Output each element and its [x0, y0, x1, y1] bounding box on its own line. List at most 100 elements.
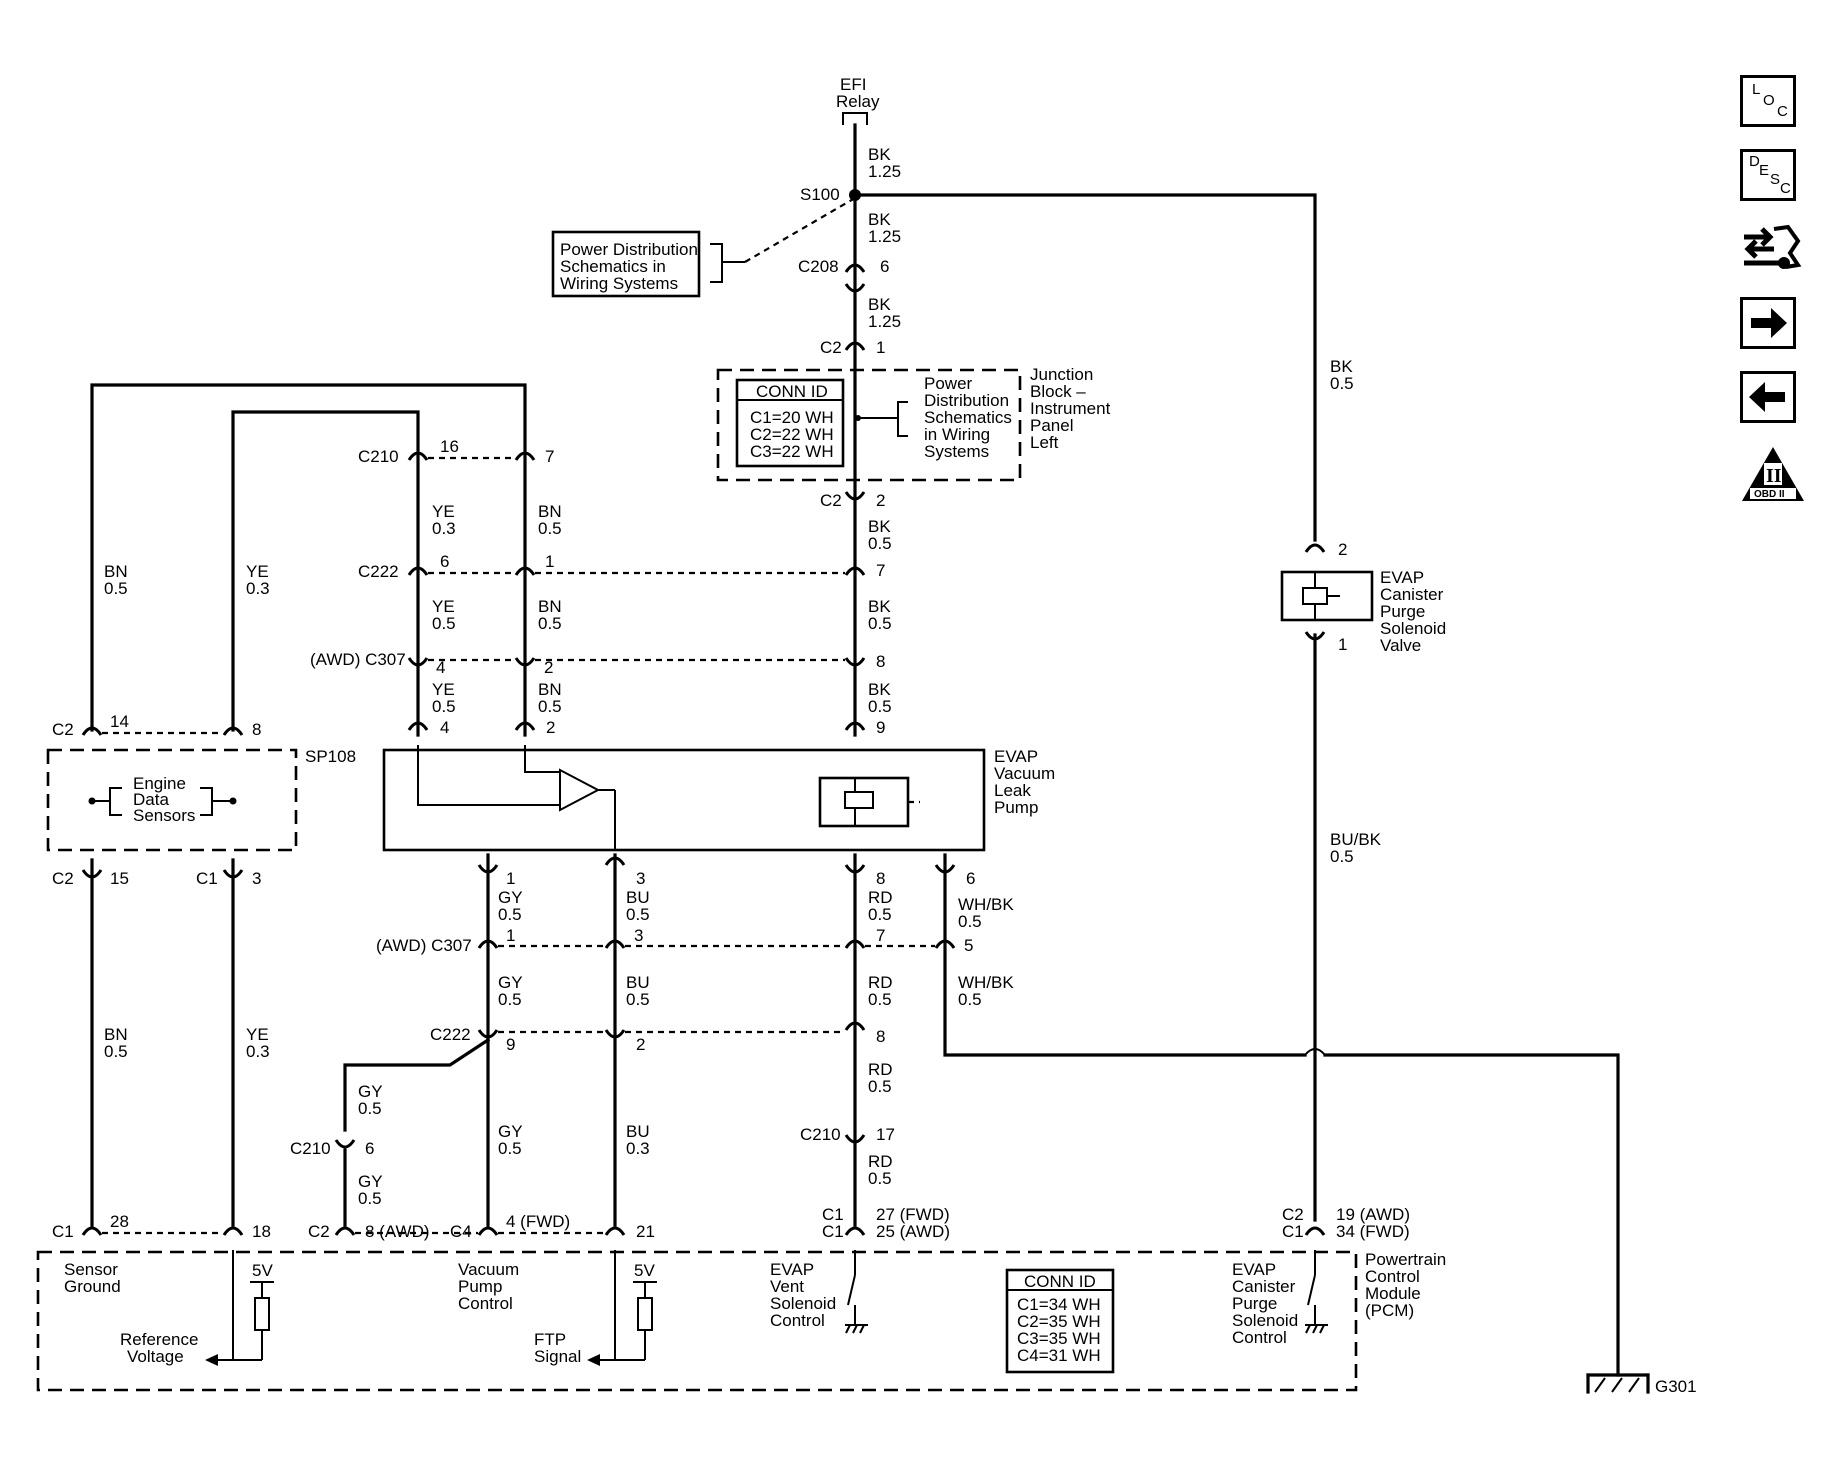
c2-label-c: C2	[52, 720, 74, 739]
canister-pin1: 1	[1338, 635, 1347, 654]
c210-label-lower: C210	[290, 1139, 331, 1158]
desc-letter-s: S	[1770, 171, 1781, 188]
pcm-c4-4fwd: 4 (FWD)	[506, 1212, 570, 1231]
conn-id-title-jb: CONN ID	[756, 382, 828, 401]
loc-button[interactable]: L O C	[1740, 75, 1796, 127]
c222-pin6: 6	[440, 552, 449, 571]
c307-b-pin5: 5	[964, 936, 973, 955]
pcm-pin28: 28	[110, 1212, 129, 1231]
connector-dashes	[102, 197, 935, 1235]
pcm-pin21: 21	[636, 1222, 655, 1241]
pcm-vent-pins: 27 (FWD)25 (AWD)	[876, 1205, 950, 1241]
c208-label: C208	[798, 257, 839, 276]
c307-b-pin3: 3	[634, 926, 643, 945]
pump-pin9: 9	[876, 718, 885, 737]
canister-pin2: 2	[1338, 540, 1347, 559]
c307-pin8: 8	[876, 652, 885, 671]
c2-pin8: 8	[252, 720, 261, 739]
pcm-c2-label: C2	[308, 1222, 330, 1241]
c222-pin7: 7	[876, 561, 885, 580]
c1-pin3: 3	[252, 869, 261, 888]
desc-letter-d: D	[1749, 153, 1760, 170]
c307-b-pin1: 1	[506, 926, 515, 945]
c307-label-bottom: (AWD) C307	[376, 936, 472, 955]
desc-button[interactable]: D E S C	[1740, 149, 1796, 201]
connector-tools-button[interactable]	[1740, 223, 1802, 275]
five-v-label-a: 5V	[252, 1261, 273, 1280]
pump-pin1: 1	[506, 869, 515, 888]
c210-pin7: 7	[545, 447, 554, 466]
c307-b-pin7: 7	[876, 926, 885, 945]
c222-label: C222	[358, 562, 399, 581]
c222-b-pin9: 9	[506, 1035, 515, 1054]
c222-label-bottom: C222	[430, 1025, 471, 1044]
obd-ii-button[interactable]: II OBD II	[1740, 445, 1804, 501]
c208-pin: 6	[880, 257, 889, 276]
c210-pin17: 17	[876, 1125, 895, 1144]
c2-label-b: C2	[820, 491, 842, 510]
c222-b-pin2: 2	[636, 1035, 645, 1054]
pcm-c1-left: C1	[52, 1222, 74, 1241]
c222-pin1: 1	[545, 552, 554, 571]
pcm-c4-label: C4	[450, 1222, 472, 1241]
previous-button[interactable]	[1740, 371, 1796, 423]
pcm-canister-pins: 19 (AWD)34 (FWD)	[1336, 1205, 1410, 1241]
next-button[interactable]	[1740, 297, 1796, 349]
pump-pin4: 4	[440, 718, 449, 737]
five-v-label-b: 5V	[634, 1261, 655, 1280]
c307-label-top: (AWD) C307	[310, 650, 406, 669]
pcm-c2-8awd: 8 (AWD)	[365, 1222, 430, 1241]
c210-lower-pin6: 6	[365, 1139, 374, 1158]
c1-label-a: C1	[196, 869, 218, 888]
desc-letter-c: C	[1780, 180, 1791, 197]
c2-label-a: C2	[820, 338, 842, 357]
c307-pin4: 4	[436, 658, 445, 677]
arrow-right-icon	[1751, 308, 1787, 338]
c2-label-d: C2	[52, 869, 74, 888]
loc-letter-l: L	[1752, 81, 1761, 98]
c210-label-right: C210	[800, 1125, 841, 1144]
